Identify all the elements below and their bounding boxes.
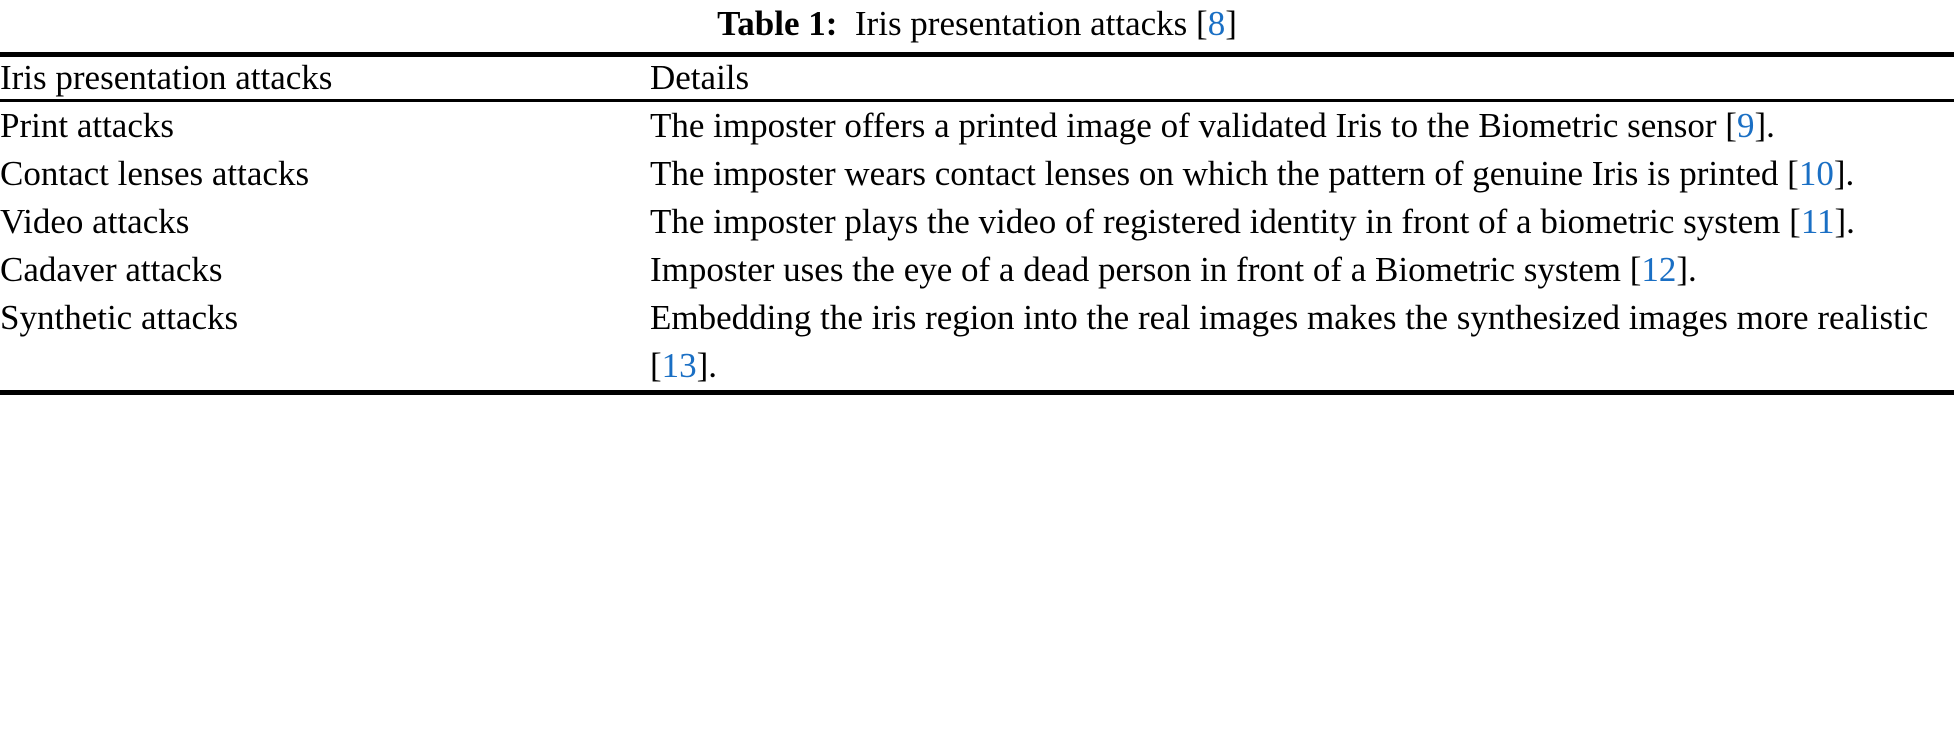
attack-details: Imposter uses the eye of a dead person i…: [650, 246, 1954, 294]
iris-attacks-table-body: Print attacks The imposter offers a prin…: [0, 102, 1954, 390]
table-row: Contact lenses attacks The imposter wear…: [0, 150, 1954, 198]
iris-attacks-table: Iris presentation attacks Details: [0, 57, 1954, 99]
detail-text: The imposter offers a printed image of v…: [650, 106, 1737, 145]
detail-citation-number[interactable]: 12: [1641, 250, 1677, 289]
attack-details: The imposter offers a printed image of v…: [650, 102, 1954, 150]
detail-text: The imposter wears contact lenses on whi…: [650, 154, 1799, 193]
caption-label: Table 1:: [717, 4, 838, 43]
detail-citation-number[interactable]: 10: [1798, 154, 1834, 193]
detail-text: The imposter plays the video of register…: [650, 202, 1801, 241]
column-header-details: Details: [650, 58, 750, 97]
detail-citation-close: ].: [1833, 154, 1855, 193]
caption-text: Iris presentation attacks [8]: [837, 4, 1237, 43]
attack-name: Cadaver attacks: [0, 250, 223, 289]
table-bottom-rule: [0, 390, 1954, 395]
attack-details: The imposter plays the video of register…: [650, 198, 1954, 246]
detail-citation-number[interactable]: 11: [1800, 202, 1835, 241]
caption-citation-number[interactable]: 8: [1207, 4, 1226, 43]
detail-citation-close: ].: [1676, 250, 1697, 289]
table-row: Print attacks The imposter offers a prin…: [0, 102, 1954, 150]
detail-text: Embedding the iris region into the real …: [650, 298, 1929, 385]
detail-text: Imposter uses the eye of a dead person i…: [650, 250, 1642, 289]
attack-details: The imposter wears contact lenses on whi…: [650, 150, 1954, 198]
table-row: Video attacks The imposter plays the vid…: [0, 198, 1954, 246]
caption-citation-close: ]: [1225, 4, 1237, 43]
detail-citation-close: ].: [1754, 106, 1775, 145]
table-row: Cadaver attacks Imposter uses the eye of…: [0, 246, 1954, 294]
attack-name: Video attacks: [0, 202, 190, 241]
caption-citation-open: [: [1196, 4, 1208, 43]
attack-details: Embedding the iris region into the real …: [650, 294, 1954, 390]
attack-name: Contact lenses attacks: [0, 154, 310, 193]
table-header-row: Iris presentation attacks Details: [0, 57, 1954, 99]
detail-citation-close: ].: [1834, 202, 1855, 241]
table-header: Iris presentation attacks Details: [0, 57, 1954, 99]
caption-title: Iris presentation attacks: [854, 4, 1188, 43]
detail-citation-close: ].: [696, 346, 718, 385]
table-caption: Table 1: Iris presentation attacks [8]: [0, 0, 1954, 46]
attack-name: Synthetic attacks: [0, 298, 239, 337]
detail-citation-number[interactable]: 9: [1736, 106, 1755, 145]
table-header-rule: [0, 99, 1954, 102]
attack-name: Print attacks: [0, 106, 174, 145]
table-body: Print attacks The imposter offers a prin…: [0, 102, 1954, 390]
column-header-attacks: Iris presentation attacks: [0, 58, 333, 97]
table-row: Synthetic attacks Embedding the iris reg…: [0, 294, 1954, 390]
detail-citation-number[interactable]: 13: [661, 346, 697, 385]
table-top-rule: [0, 52, 1954, 57]
